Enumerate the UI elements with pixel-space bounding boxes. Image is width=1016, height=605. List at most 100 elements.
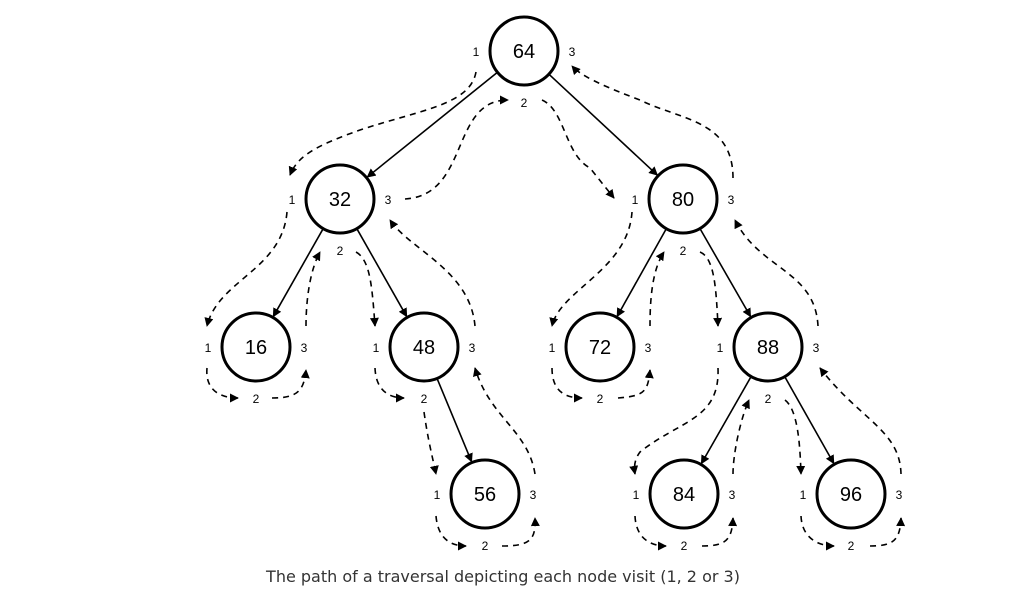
traversal-path-segment — [423, 411, 439, 475]
node-label: 64 — [513, 41, 535, 63]
visit-label-1: 1 — [373, 341, 380, 355]
visit-label-3: 3 — [469, 341, 476, 355]
traversal-path-segment — [699, 251, 723, 327]
visit-label-2: 2 — [521, 96, 528, 110]
visit-label-1: 1 — [632, 193, 639, 207]
edge-88-96 — [784, 376, 835, 465]
visit-label-3: 3 — [813, 341, 820, 355]
tree-node-32: 32 — [304, 163, 376, 235]
node-circle — [648, 458, 720, 530]
traversal-path-segment — [784, 399, 806, 475]
traversal-path-segment — [734, 219, 819, 327]
edge-80-72 — [616, 228, 668, 318]
traversal-path-segment — [374, 367, 405, 403]
figure-caption: The path of a traversal depicting each n… — [266, 567, 740, 586]
visit-label-1: 1 — [633, 488, 640, 502]
edge-80-88 — [699, 228, 752, 318]
traversal-path-segment — [800, 515, 835, 551]
traversal-path-segment — [629, 367, 719, 475]
node-circle — [388, 311, 460, 383]
visit-label-2: 2 — [680, 244, 687, 258]
edge-88-84 — [700, 376, 752, 465]
node-label: 96 — [840, 484, 862, 506]
traversal-path-segment — [501, 517, 540, 547]
visit-label-3: 3 — [729, 488, 736, 502]
traversal-path-segment — [404, 95, 509, 200]
traversal-path-segment — [819, 367, 902, 475]
visit-label-2: 2 — [597, 392, 604, 406]
edge-64-80 — [548, 73, 659, 176]
edge-32-16 — [272, 228, 324, 318]
traversal-path-segment — [473, 367, 536, 475]
traversal-path-segment — [435, 515, 467, 551]
node-label: 56 — [474, 484, 496, 506]
visit-label-1: 1 — [800, 488, 807, 502]
traversal-path-segment — [869, 517, 906, 547]
node-circle — [449, 458, 521, 530]
node-circle — [220, 311, 292, 383]
traversal-path-segment — [541, 99, 615, 199]
tree-node-56: 56 — [449, 458, 521, 530]
traversal-path-segment — [204, 211, 288, 327]
visit-label-3: 3 — [569, 45, 576, 59]
visit-label-3: 3 — [530, 488, 537, 502]
visit-label-2: 2 — [765, 392, 772, 406]
edge-64-32 — [366, 71, 499, 178]
traversal-path-segment — [549, 211, 633, 327]
node-circle — [732, 311, 804, 383]
visit-label-3: 3 — [385, 193, 392, 207]
node-circle — [304, 163, 376, 235]
visit-label-2: 2 — [848, 539, 855, 553]
visit-labels-layer: 1 2 3 1 2 3 1 2 3 1 2 3 1 2 3 1 2 3 1 2 3 1 2 3 1 2 3 1 2 3 — [205, 45, 903, 553]
visit-label-2: 2 — [253, 392, 260, 406]
traversal-path-segment — [355, 251, 379, 327]
visit-label-2: 2 — [337, 244, 344, 258]
edges-layer — [272, 71, 835, 465]
visit-label-2: 2 — [681, 539, 688, 553]
visit-label-2: 2 — [421, 392, 428, 406]
node-label: 16 — [245, 337, 267, 359]
node-circle — [488, 15, 560, 87]
node-label: 72 — [589, 337, 611, 359]
node-label: 84 — [673, 484, 695, 506]
tree-node-48: 48 — [388, 311, 460, 383]
tree-node-16: 16 — [220, 311, 292, 383]
node-circle — [815, 458, 887, 530]
visit-label-1: 1 — [717, 341, 724, 355]
tree-node-72: 72 — [564, 311, 636, 383]
traversal-path-segment — [271, 369, 310, 399]
traversal-path-segment — [732, 399, 750, 475]
node-label: 48 — [413, 337, 435, 359]
traversal-path-segment — [305, 251, 321, 327]
edge-48-56 — [436, 378, 473, 463]
traversal-path-segment — [571, 65, 734, 179]
visit-label-1: 1 — [473, 45, 480, 59]
traversal-path-layer — [204, 65, 906, 551]
visit-label-1: 1 — [205, 341, 212, 355]
visit-label-1: 1 — [549, 341, 556, 355]
traversal-path-segment — [551, 367, 583, 403]
visit-label-3: 3 — [301, 341, 308, 355]
node-circle — [647, 163, 719, 235]
tree-node-84: 84 — [648, 458, 720, 530]
traversal-path-segment — [649, 251, 665, 327]
traversal-path-segment — [634, 515, 667, 551]
traversal-path-segment — [617, 369, 654, 399]
node-circle — [564, 311, 636, 383]
edge-32-48 — [356, 228, 408, 318]
tree-node-80: 80 — [647, 163, 719, 235]
visit-label-1: 1 — [289, 193, 296, 207]
traversal-path-segment — [701, 517, 738, 547]
tree-node-64: 64 — [488, 15, 560, 87]
visit-label-3: 3 — [645, 341, 652, 355]
node-label: 88 — [757, 337, 779, 359]
visit-label-3: 3 — [896, 488, 903, 502]
tree-node-88: 88 — [732, 311, 804, 383]
visit-label-3: 3 — [728, 193, 735, 207]
traversal-path-segment — [288, 71, 477, 176]
node-label: 32 — [329, 189, 351, 211]
visit-label-1: 1 — [434, 488, 441, 502]
visit-label-2: 2 — [482, 539, 489, 553]
